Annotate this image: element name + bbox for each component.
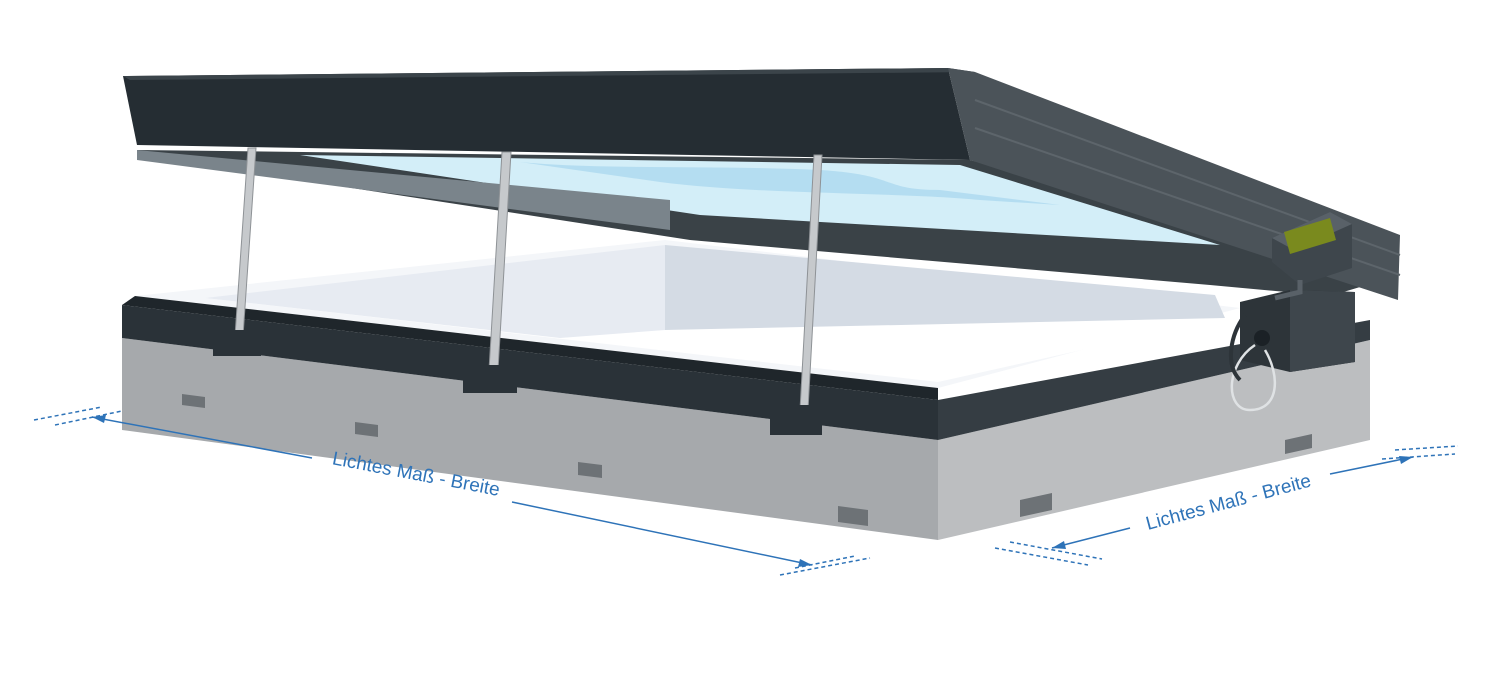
base-side-face	[938, 340, 1370, 540]
dimension-line-segment	[1329, 456, 1414, 475]
dimension-extension-line	[1381, 453, 1456, 460]
dimension-arrowhead	[1052, 541, 1066, 549]
strut-mount-right	[770, 405, 822, 435]
display-screen	[1284, 218, 1336, 254]
dimension-extension-line	[1394, 445, 1459, 451]
actuator-cable-dark	[1228, 313, 1247, 382]
glass-reflection	[520, 162, 1060, 205]
fixing-bracket	[578, 462, 602, 478]
dimension-arrowhead	[1399, 456, 1413, 464]
dimension-arrowhead	[92, 415, 106, 423]
frame-front-band	[122, 305, 938, 440]
opening	[205, 245, 1225, 382]
base-upstand	[122, 338, 1370, 540]
actuator-port	[1254, 330, 1270, 346]
frame-lip	[122, 296, 938, 400]
dimension-extension-line	[994, 547, 1089, 566]
fixing-bracket	[182, 394, 205, 408]
motor-actuator-icon	[1228, 290, 1355, 412]
fixing-bracket	[355, 422, 378, 437]
dimension-extension-line	[779, 557, 871, 576]
lid-top-edge	[123, 68, 975, 80]
lid-front-face	[123, 68, 970, 160]
strut-mount-left	[213, 330, 261, 356]
control-display-icon	[1272, 212, 1352, 301]
lid-inner-frame	[137, 150, 670, 230]
dimension-extension-line	[33, 406, 103, 421]
dimension-line-segment	[91, 416, 313, 459]
dimension-extension-line	[1009, 541, 1103, 560]
inner-left-wall	[205, 245, 665, 338]
lid	[123, 68, 1401, 300]
support-struts	[213, 147, 823, 435]
fixing-bracket	[1020, 493, 1052, 517]
display-bracket	[1274, 280, 1303, 301]
dimension-arrowhead	[798, 559, 812, 567]
dimension-extension-line	[54, 410, 123, 426]
base-front-face	[122, 338, 938, 540]
fixing-bracket	[838, 506, 868, 526]
lid-glass	[300, 155, 1220, 245]
fixing-bracket	[1285, 434, 1312, 454]
inner-back-wall	[665, 245, 1225, 330]
actuator-box-side	[1290, 290, 1355, 372]
dimension-line-segment	[511, 501, 813, 566]
strut-mount-middle	[463, 365, 517, 393]
dimension-line-segment	[1051, 527, 1131, 549]
actuator-cable	[1230, 343, 1277, 412]
